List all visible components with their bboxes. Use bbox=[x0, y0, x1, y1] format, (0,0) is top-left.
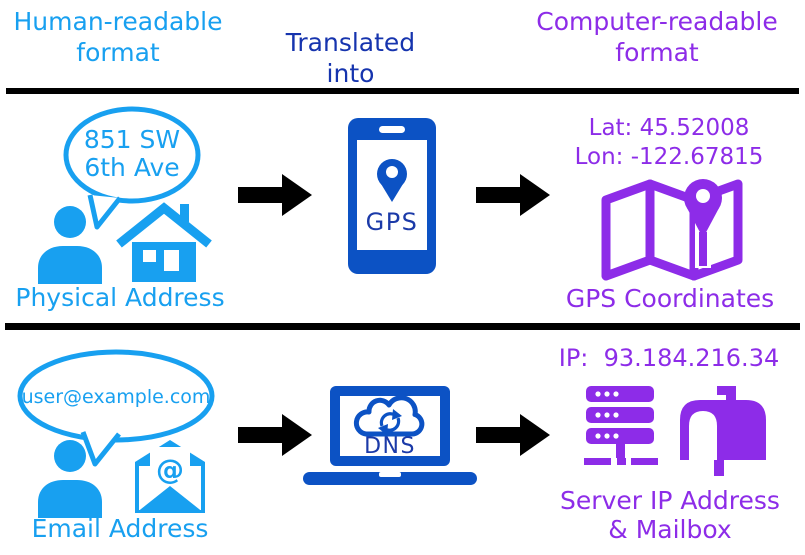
bubble-address-line2: 6th Ave bbox=[84, 153, 179, 182]
bubble-email-text: user@example.com bbox=[22, 386, 211, 408]
person-icon bbox=[38, 206, 102, 284]
arrow-right-icon bbox=[238, 174, 312, 216]
mailbox-icon bbox=[680, 386, 766, 476]
arrow-right-icon bbox=[476, 174, 550, 216]
at-symbol: @ bbox=[156, 453, 184, 486]
divider-top bbox=[6, 88, 799, 94]
speech-bubble-icon: user@example.com bbox=[17, 349, 215, 467]
location-pin-icon bbox=[377, 159, 407, 202]
gps-device-label: GPS bbox=[366, 208, 419, 236]
email-address-label: Email Address bbox=[31, 514, 209, 543]
laptop-icon: DNS bbox=[303, 386, 477, 485]
bubble-address-line1: 851 SW bbox=[84, 125, 180, 154]
house-icon bbox=[116, 202, 212, 282]
latitude-value: Lat: 45.52008 bbox=[588, 115, 750, 141]
speech-bubble-icon: 851 SW 6th Ave bbox=[63, 106, 201, 230]
envelope-at-icon: @ bbox=[135, 440, 205, 513]
server-ip-label-line2: & Mailbox bbox=[608, 515, 732, 544]
ip-address-value: IP: 93.184.216.34 bbox=[558, 344, 780, 372]
header-computer-readable: Computer-readable format bbox=[536, 7, 778, 67]
person-icon bbox=[38, 440, 102, 518]
map-pin-icon bbox=[684, 179, 722, 266]
dns-device-label: DNS bbox=[364, 434, 416, 459]
server-ip-label-line1: Server IP Address bbox=[560, 486, 780, 515]
cloud-sync-icon bbox=[353, 395, 425, 437]
header-human-readable: Human-readable format bbox=[13, 7, 223, 67]
longitude-value: Lon: -122.67815 bbox=[574, 144, 764, 170]
arrow-right-icon bbox=[238, 414, 312, 456]
arrow-right-icon bbox=[476, 414, 550, 456]
server-rack-icon bbox=[584, 386, 658, 465]
mailbox-flag bbox=[726, 386, 736, 410]
physical-address-label: Physical Address bbox=[15, 283, 225, 312]
divider-middle bbox=[5, 323, 800, 330]
smartphone-icon: GPS bbox=[348, 118, 436, 274]
header-translated-into: Translated into bbox=[285, 28, 416, 88]
gps-coordinates-label: GPS Coordinates bbox=[565, 284, 775, 313]
map-icon bbox=[601, 179, 743, 281]
